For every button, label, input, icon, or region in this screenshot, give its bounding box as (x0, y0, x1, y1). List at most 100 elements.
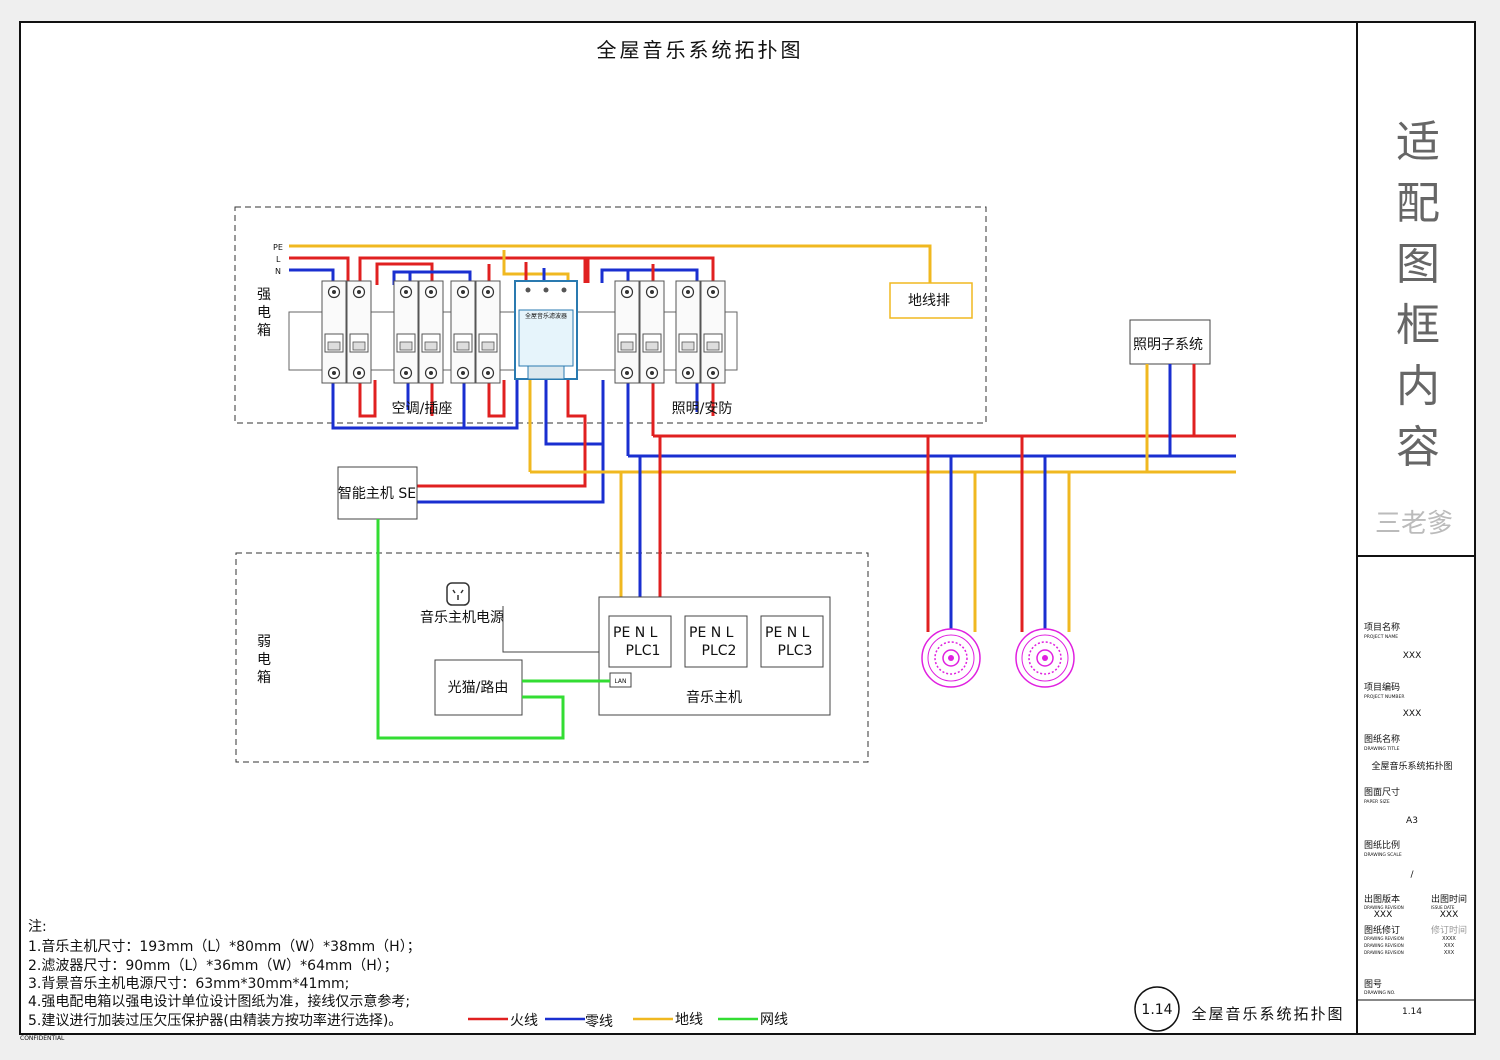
field-revision-en: DRAWING REVISION (1364, 905, 1404, 910)
field-modify-en-2: DRAWING REVISION (1364, 943, 1404, 948)
breaker-group (321, 280, 726, 384)
ground-bar (889, 282, 973, 319)
sidebar-char-6: 容 (1396, 422, 1440, 473)
plc-2-pins: PE N L (689, 625, 734, 641)
field-modify-en-3: DRAWING REVISION (1364, 950, 1404, 955)
filter-label: 全屋音乐滤波器 (525, 312, 567, 320)
bus-label-n: N (275, 267, 281, 276)
field-revision-value: XXX (1374, 910, 1393, 920)
modem-router-label: 光猫/路由 (448, 680, 509, 696)
strong-box-c1: 强 (257, 287, 271, 303)
sidebar-char-1: 适 (1396, 117, 1440, 168)
power-adapter-icon (446, 582, 470, 606)
weak-box-label: 弱电箱 (257, 634, 271, 686)
strong-box-c3: 箱 (257, 323, 271, 339)
field-scale-en: DRAWING SCALE (1364, 852, 1402, 858)
breaker-9 (675, 280, 701, 384)
n-out-left (331, 380, 519, 430)
breaker-10 (700, 280, 726, 384)
se-live (417, 379, 587, 488)
l-bus-2 (375, 262, 434, 285)
speaker-2 (1015, 628, 1075, 688)
plc-port-2: PE N L PLC2 (684, 615, 748, 668)
field-issue-date-en: ISSUE DATE (1431, 905, 1455, 910)
field-project-name-en: PROJECT NAME (1364, 634, 1398, 640)
strong-box (234, 206, 987, 424)
field-modify-time-3: XXX (1444, 950, 1455, 956)
field-issue-date-value: XXX (1440, 910, 1459, 920)
page-title: 全屋音乐系统拓扑图 (597, 38, 804, 62)
field-project-name-value: XXX (1403, 651, 1422, 661)
breaker-7 (614, 280, 640, 384)
weak-box-c1: 弱 (257, 634, 271, 650)
smart-host-se-label: 智能主机 SE (338, 486, 416, 502)
field-drawing-no-value: 1.14 (1402, 1007, 1422, 1017)
plc-2-name: PLC2 (702, 643, 737, 659)
title-block: 项目名称 PROJECT NAME XXX 项目编码 PROJECT NUMBE… (1364, 621, 1467, 1017)
plc-port-3: PE N L PLC3 (760, 615, 824, 668)
breaker-1 (321, 280, 347, 384)
legend-earth: 地线 (675, 1012, 703, 1028)
field-project-number-value: XXX (1403, 709, 1422, 719)
field-modify-cn: 图纸修订 (1364, 924, 1400, 936)
se-neutral (417, 444, 605, 504)
trunk-wiring (530, 364, 1236, 632)
bus-label-l: L (276, 255, 281, 264)
field-project-number-en: PROJECT NUMBER (1364, 694, 1404, 700)
field-drawing-title-cn: 图纸名称 (1364, 733, 1400, 745)
field-project-number-cn: 项目编码 (1364, 681, 1400, 693)
filter-module: 全屋音乐滤波器 (514, 280, 578, 380)
field-modify-en-1: DRAWING REVISION (1364, 936, 1404, 941)
field-paper-size-cn: 图面尺寸 (1364, 786, 1400, 798)
field-paper-size-value: A3 (1406, 816, 1418, 826)
sidebar-char-4: 框 (1396, 300, 1440, 351)
plc-1-pins: PE N L (613, 625, 658, 641)
plc-3-name: PLC3 (778, 643, 813, 659)
field-drawing-no-en: DRAWING NO. (1364, 990, 1395, 996)
group-label-lighting-security: 照明/安防 (672, 401, 733, 417)
field-drawing-title-en: DRAWING TITLE (1364, 746, 1400, 752)
strong-box-c2: 电 (257, 305, 271, 321)
l-bus-right (583, 256, 715, 285)
l-bus-1 (289, 256, 350, 285)
field-scale-value: / (1410, 870, 1414, 880)
l-out-left (358, 380, 377, 418)
note-2: 2.滤波器尺寸：90mm（L）*36mm（W）*64mm（H）； (28, 958, 398, 974)
smart-host-se (337, 466, 418, 520)
sidebar-char-2: 配 (1396, 178, 1440, 229)
field-revision-cn: 出图版本 (1364, 893, 1400, 905)
pe-drop-filter (502, 250, 570, 283)
plc-port-1: PE N L PLC1 (608, 615, 672, 668)
weak-box (235, 552, 869, 763)
sidebar-char-3: 图 (1396, 239, 1440, 290)
group-label-ac-socket: 空调/插座 (392, 401, 453, 417)
footer-title: 全屋音乐系统拓扑图 (1191, 1005, 1344, 1023)
lighting-subsystem-label: 照明子系统 (1133, 337, 1203, 353)
brand-watermark: 三老爹 (1375, 509, 1453, 539)
legend-net: 网线 (760, 1012, 788, 1028)
legend: 火线 零线 地线 网线 (468, 1012, 788, 1030)
ground-bar-label: 地线排 (908, 293, 950, 309)
n-filter-out (544, 379, 605, 446)
field-drawing-no-cn: 图号 (1364, 979, 1382, 990)
breaker-3 (393, 280, 419, 384)
drawing-number: 1.14 (1141, 1002, 1172, 1018)
bus-label-pe: PE (273, 243, 283, 252)
breaker-8 (639, 280, 665, 384)
note-1: 1.音乐主机尺寸：193mm（L）*80mm（W）*38mm（H）； (28, 938, 421, 955)
breaker-4 (418, 280, 444, 384)
sidebar-char-5: 内 (1396, 361, 1440, 412)
n-bus-2 (392, 270, 472, 285)
note-4: 4.强电配电箱以强电设计单位设计图纸为准，接线仅示意参考; (28, 993, 410, 1010)
field-project-name-cn: 项目名称 (1364, 621, 1400, 633)
note-3: 3.背景音乐主机电源尺寸：63mm*30mm*41mm; (28, 975, 349, 992)
confidential-mark: CONFIDENTIAL (20, 1035, 65, 1042)
drawing-number-badge (1134, 986, 1180, 1032)
notes-head: 注: (28, 919, 47, 935)
note-5: 5.建议进行加装过压欠压保护器(由精装方按功率进行选择)。 (28, 1012, 402, 1029)
sidebar-placeholder: 适 配 图 框 内 容 三老爹 (1375, 117, 1453, 539)
legend-neutral: 零线 (585, 1014, 613, 1030)
field-scale-cn: 图纸比例 (1364, 839, 1400, 851)
plc-3-pins: PE N L (765, 625, 810, 641)
